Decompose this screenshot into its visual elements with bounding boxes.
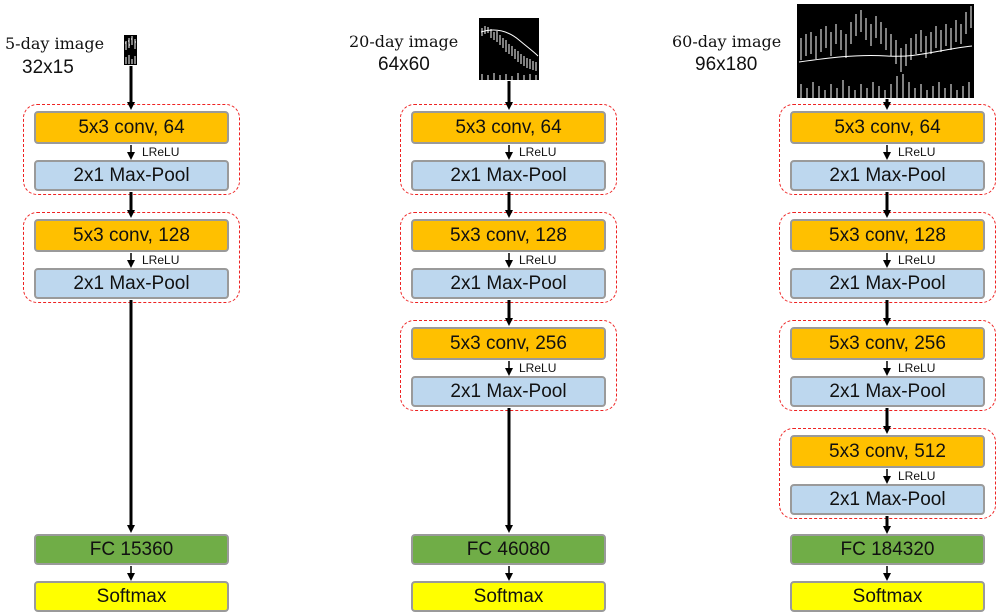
col3-block4-activation: LReLU	[898, 469, 936, 483]
col1-image-label: 5-day image	[5, 34, 105, 53]
col1-chart-thumbnail-svg	[125, 36, 136, 64]
col3-chart-thumbnail-svg	[798, 6, 973, 98]
col1-block2-pool: 2x1 Max-Pool	[34, 268, 229, 299]
col1-softmax: Softmax	[34, 581, 229, 612]
col2-block1-activation: LReLU	[519, 145, 557, 159]
col2-chart-thumbnail	[479, 18, 539, 80]
col3-block2-conv: 5x3 conv, 128	[790, 219, 985, 252]
col2-block3-activation: LReLU	[519, 361, 557, 375]
col3-chart-thumbnail	[797, 4, 974, 98]
col1-block1-activation: LReLU	[142, 145, 180, 159]
col2-block3-conv: 5x3 conv, 256	[411, 327, 606, 360]
col2-image-label: 20-day image	[349, 32, 459, 51]
col1-fc-layer: FC 15360	[34, 534, 229, 565]
col3-block3-activation: LReLU	[898, 361, 936, 375]
col3-block1-conv: 5x3 conv, 64	[790, 111, 985, 144]
col3-block3-conv: 5x3 conv, 256	[790, 327, 985, 360]
col2-block2-pool: 2x1 Max-Pool	[411, 268, 606, 299]
col1-image-size: 32x15	[22, 57, 74, 78]
col3-block2-pool: 2x1 Max-Pool	[790, 268, 985, 299]
col1-chart-thumbnail	[124, 35, 137, 65]
col2-image-size: 64x60	[378, 54, 430, 75]
col3-fc-layer: FC 184320	[790, 534, 985, 565]
col1-block1-pool: 2x1 Max-Pool	[34, 160, 229, 191]
col3-block3-pool: 2x1 Max-Pool	[790, 376, 985, 407]
col1-block2-activation: LReLU	[142, 253, 180, 267]
col3-block1-activation: LReLU	[898, 145, 936, 159]
col2-softmax: Softmax	[411, 581, 606, 612]
col1-block1-conv: 5x3 conv, 64	[34, 111, 229, 144]
col3-block4-conv: 5x3 conv, 512	[790, 435, 985, 468]
col2-block3-pool: 2x1 Max-Pool	[411, 376, 606, 407]
col2-chart-thumbnail-svg	[480, 26, 539, 80]
col2-block2-conv: 5x3 conv, 128	[411, 219, 606, 252]
col3-block2-activation: LReLU	[898, 253, 936, 267]
col3-block1-pool: 2x1 Max-Pool	[790, 160, 985, 191]
col2-block1-conv: 5x3 conv, 64	[411, 111, 606, 144]
col3-block4-pool: 2x1 Max-Pool	[790, 484, 985, 515]
col3-image-size: 96x180	[695, 54, 758, 75]
col3-softmax: Softmax	[790, 581, 985, 612]
col1-block2-conv: 5x3 conv, 128	[34, 219, 229, 252]
col3-image-label: 60-day image	[672, 32, 782, 51]
col2-block2-activation: LReLU	[519, 253, 557, 267]
col2-block1-pool: 2x1 Max-Pool	[411, 160, 606, 191]
col2-fc-layer: FC 46080	[411, 534, 606, 565]
